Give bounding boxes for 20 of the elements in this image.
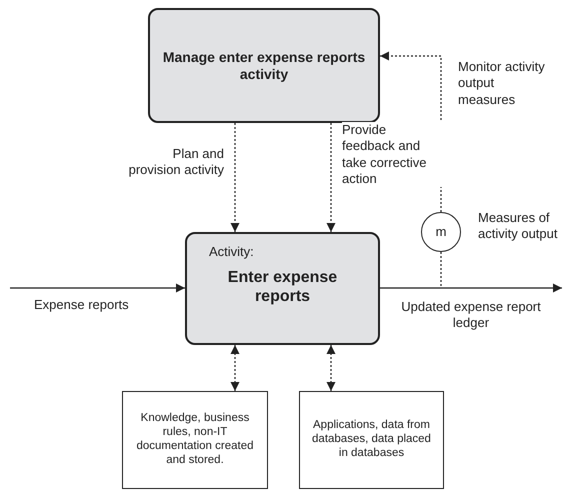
measure-circle xyxy=(421,212,461,252)
process-box xyxy=(148,8,380,123)
resource-text: Applications, data from databases, data placed in databases xyxy=(311,419,432,461)
resource-box xyxy=(299,391,444,489)
activity-caption: Activity: xyxy=(209,244,254,260)
arrow xyxy=(230,123,240,232)
arrow xyxy=(230,345,240,391)
arrow xyxy=(326,345,336,391)
measure-symbol: m xyxy=(436,224,446,240)
edge-label: Provide feedback and take corrective action xyxy=(342,122,442,187)
resource-text: Knowledge, business rules, non-IT documentation created and stored. xyxy=(136,412,254,468)
resource-box xyxy=(122,391,268,489)
arrow xyxy=(10,284,185,292)
activity-title: Enter expense reports xyxy=(226,268,338,306)
node-caption: Measures of activity output xyxy=(478,210,558,242)
activity-box xyxy=(185,232,380,345)
arrow xyxy=(380,284,562,292)
edge-label: Plan and provision activity xyxy=(128,146,224,178)
arrow xyxy=(326,123,336,232)
activity-title: Manage enter expense reports activity xyxy=(162,48,366,82)
